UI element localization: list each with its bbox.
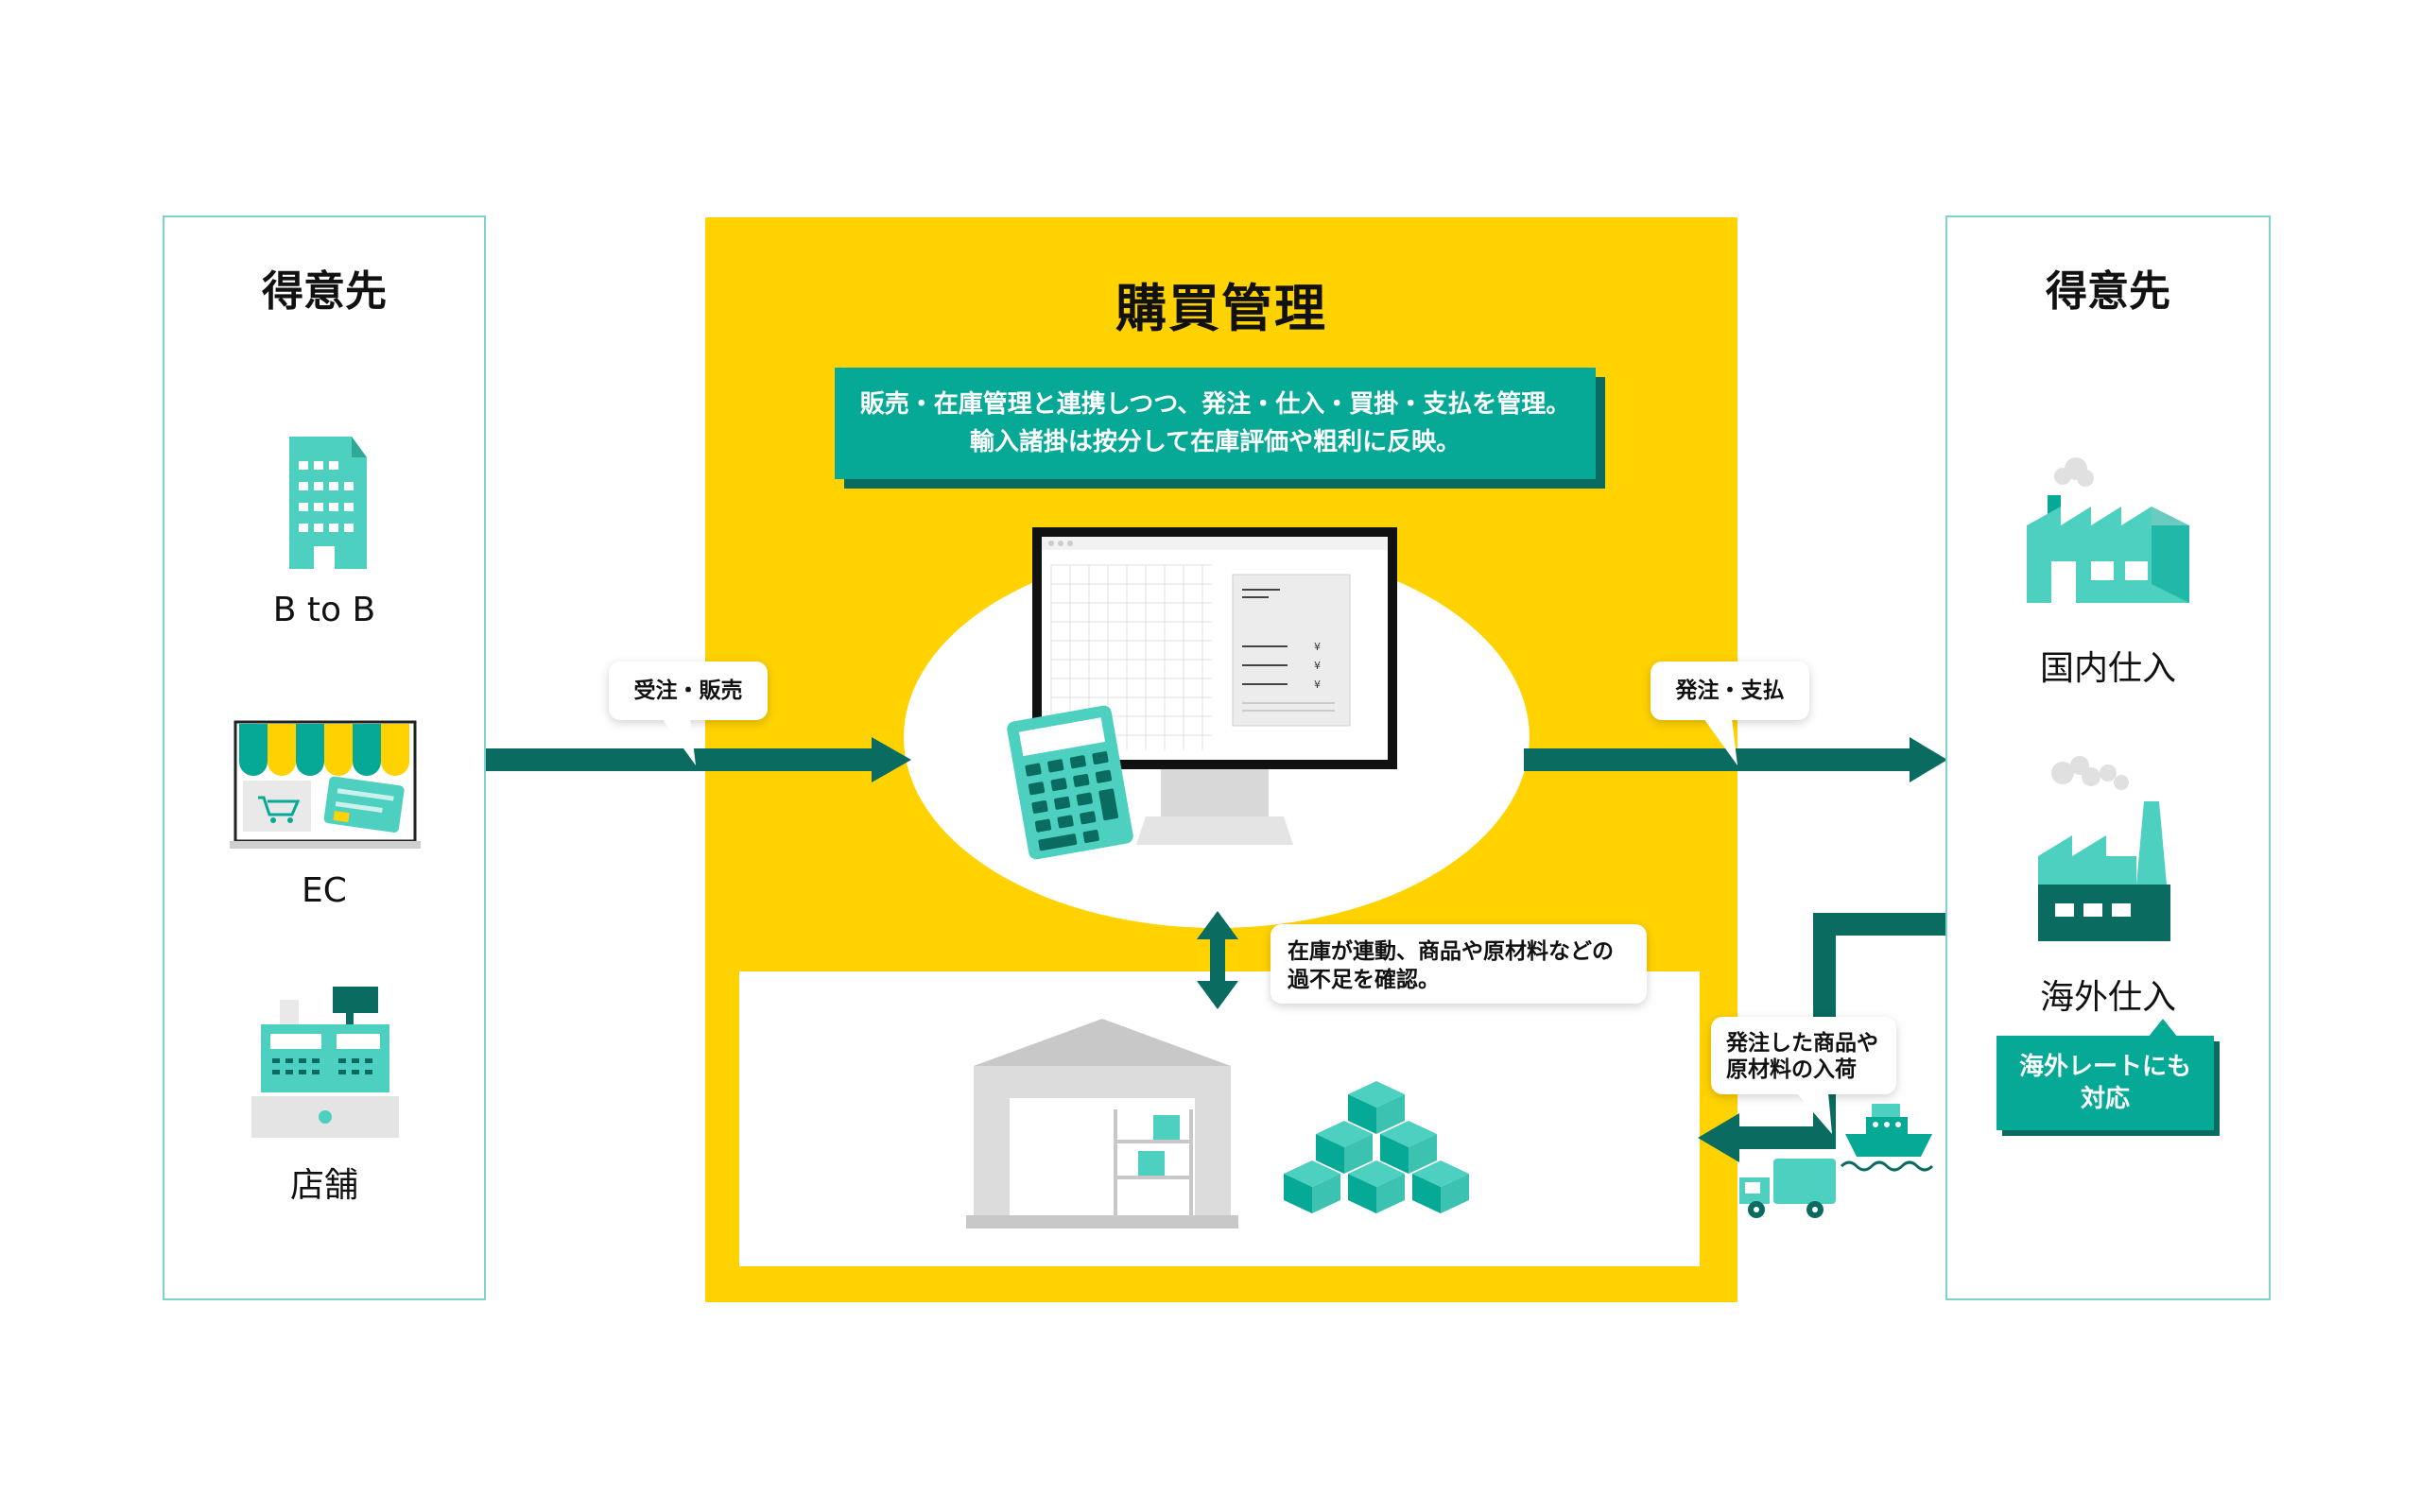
exchange-rate-badge: 海外レートにも 対応 [1996,1036,2214,1130]
purchase-management-title: 購買管理 [1115,279,1327,338]
arrival-line-2: 原材料の入荷 [1726,1057,1857,1082]
sync-double-arrow [1197,911,1238,1009]
arrival-bubble-tail [1796,1092,1832,1134]
calculator-icon [1007,705,1133,860]
factory-icon [2027,457,2189,603]
truck-icon [1739,1159,1836,1218]
arrival-line-1: 発注した商品や [1726,1031,1878,1056]
svg-text:¥: ¥ [1314,679,1321,691]
inventory-note-line-1: 在庫が連動、商品や原材料などの [1288,939,1614,964]
description-line-2: 輸入諸掛は按分して在庫評価や粗利に反映。 [969,428,1461,456]
boxes-icon [1284,1081,1469,1213]
warehouse-icon [966,1019,1238,1228]
monitor-icon: ¥ ¥ ¥ [1032,527,1397,845]
order-payment-bubble-tail [1703,718,1737,765]
order-payment-arrow [1524,737,1947,782]
overseas-purchase-label: 海外仕入 [2039,978,2176,1017]
order-payment-text: 発注・支払 [1675,679,1785,703]
exchange-rate-line-2: 対応 [2080,1085,2130,1113]
order-sales-text: 受注・販売 [633,679,743,703]
svg-text:¥: ¥ [1314,660,1321,672]
building-icon [289,437,367,569]
right-panel-title: 得意先 [2046,267,2170,316]
order-sales-bubble-tail [662,718,696,765]
domestic-purchase-label: 国内仕入 [2039,649,2176,688]
description-box: 販売・在庫管理と連携しつつ、発注・仕入・買掛・支払を管理。 輸入諸掛は按分して在… [835,368,1596,479]
inventory-note-line-2: 過不足を確認。 [1288,968,1440,992]
arrival-bubble: 発注した商品や 原材料の入荷 [1711,1017,1896,1094]
left-panel-title: 得意先 [262,267,387,316]
btob-label: B to B [272,591,376,629]
ec-label: EC [302,871,347,910]
svg-text:¥: ¥ [1314,641,1321,653]
ship-icon [1840,1104,1934,1172]
exchange-rate-line-1: 海外レートにも [2018,1053,2191,1081]
inventory-note-bubble: 在庫が連動、商品や原材料などの 過不足を確認。 [1270,924,1647,1004]
order-payment-bubble: 発注・支払 [1651,662,1809,720]
overseas-factory-icon [2038,756,2170,941]
online-shop-icon [230,720,421,849]
order-sales-bubble: 受注・販売 [609,662,768,720]
exchange-rate-badge-tail [2148,1019,2178,1038]
description-line-1: 販売・在庫管理と連携しつつ、発注・仕入・買掛・支払を管理。 [859,390,1571,419]
order-sales-arrow [486,737,911,782]
store-label: 店舗 [289,1166,358,1205]
cash-register-icon [251,987,399,1138]
